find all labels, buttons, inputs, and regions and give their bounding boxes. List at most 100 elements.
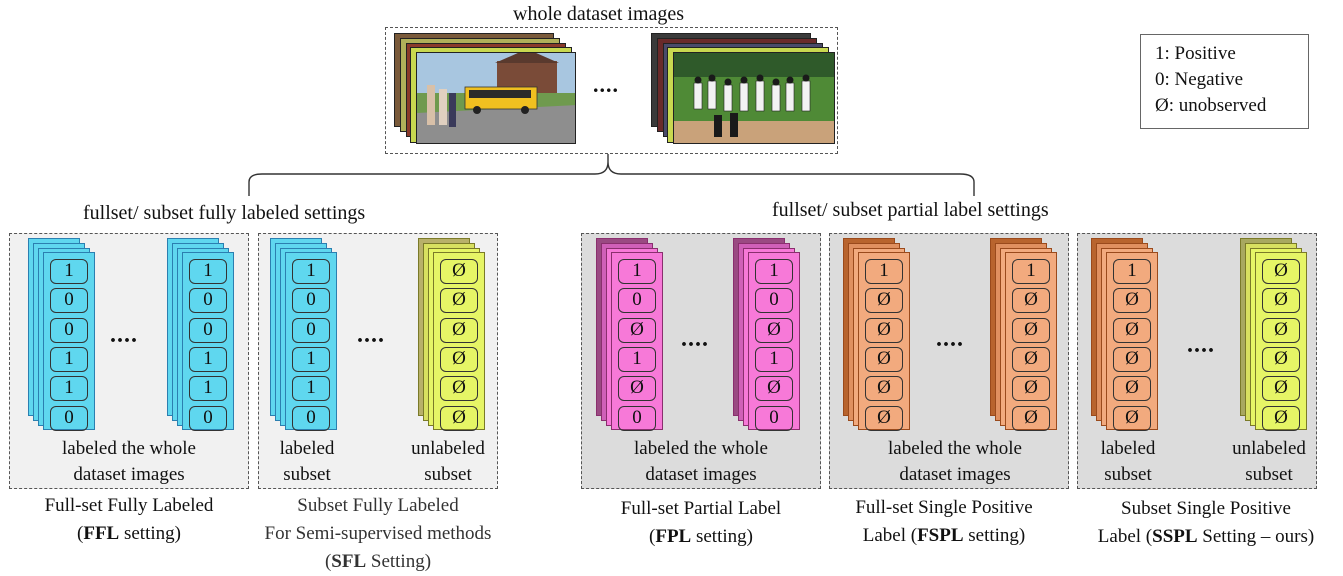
label-cell: 1 — [292, 346, 330, 372]
caption-sfl: Subset Fully Labeled For Semi-supervised… — [264, 495, 492, 572]
label-stack-sfl-left: 1 0 0 1 1 0 — [270, 238, 337, 431]
label-cell: 1 — [189, 376, 227, 402]
label-cell: Ø — [755, 376, 793, 402]
label-cell: 0 — [618, 405, 656, 431]
dataset-ellipsis: .... — [593, 72, 619, 97]
panel-sspl-dots: .... — [1187, 332, 1215, 358]
panel-ffl-dots: .... — [110, 322, 138, 348]
label-cell: 1 — [755, 346, 793, 372]
label-cell: 0 — [189, 405, 227, 431]
dataset-title: whole dataset images — [513, 3, 685, 25]
panel-sspl-right-label: unlabeled subset — [1232, 438, 1306, 485]
label-cell: Ø — [440, 317, 478, 343]
label-cell: Ø — [618, 376, 656, 402]
label-cell: 0 — [189, 288, 227, 314]
image-stack-left — [394, 33, 576, 145]
label-cell: Ø — [1012, 288, 1050, 314]
label-cell: Ø — [1262, 405, 1300, 431]
label-cell: Ø — [1113, 346, 1151, 372]
label-cell: 1 — [50, 346, 88, 372]
label-stack-ffl-left: 1 0 0 1 1 0 — [28, 238, 95, 431]
label-cell: Ø — [865, 288, 903, 314]
panel-fspl-label: labeled the whole dataset images — [887, 438, 1022, 485]
label-cell: 0 — [189, 317, 227, 343]
label-cell: 1 — [618, 346, 656, 372]
label-cell: Ø — [1113, 376, 1151, 402]
label-cell: Ø — [440, 346, 478, 372]
label-cell: Ø — [1012, 405, 1050, 431]
school-bus-photo — [416, 52, 576, 144]
label-cell: 0 — [292, 288, 330, 314]
stack-front-sheet: 1 0 0 1 1 0 — [182, 252, 234, 431]
label-cell: Ø — [865, 405, 903, 431]
label-cell: Ø — [1262, 259, 1300, 284]
baseball-scene — [674, 53, 834, 143]
legend-unobserved: Ø: unobserved — [1155, 95, 1267, 116]
panel-fpl-dots: .... — [681, 326, 709, 352]
label-cell: 1 — [50, 259, 88, 284]
caption-fspl: Full-set Single Positive Label (FSPL set… — [855, 497, 1033, 546]
label-cell: Ø — [1113, 405, 1151, 431]
caption-fpl: Full-set Partial Label (FPL setting) — [620, 498, 782, 547]
label-cell: Ø — [1113, 288, 1151, 314]
label-cell: 0 — [50, 405, 88, 431]
label-cell: 1 — [292, 259, 330, 284]
baseball-photo — [673, 52, 835, 144]
label-cell: 0 — [292, 405, 330, 431]
panel-fpl-label: labeled the whole dataset images — [633, 438, 768, 485]
panel-sfl-dots: .... — [357, 322, 385, 348]
panel-fspl-dots: .... — [936, 326, 964, 352]
label-cell: Ø — [865, 346, 903, 372]
panel-sspl-left-label: labeled subset — [1100, 438, 1156, 485]
label-cell: Ø — [440, 259, 478, 284]
panel-sfl-right-label: unlabeled subset — [411, 438, 485, 485]
label-cell: Ø — [865, 376, 903, 402]
label-cell: 1 — [755, 259, 793, 284]
label-cell: Ø — [755, 317, 793, 343]
label-stack-ffl-right: 1 0 0 1 1 0 — [167, 238, 234, 431]
group-title-partial-label: fullset/ subset partial label settings — [772, 199, 1049, 221]
label-cell: Ø — [1012, 376, 1050, 402]
label-cell: Ø — [1262, 317, 1300, 343]
caption-sspl: Subset Single Positive Label (SSPL Setti… — [1097, 498, 1315, 547]
label-cell: 1 — [50, 376, 88, 402]
legend-box: 1: Positive 0: Negative Ø: unobserved — [1140, 34, 1309, 129]
legend-negative: 0: Negative — [1155, 69, 1244, 90]
panel-ffl-label: labeled the whole dataset images — [61, 438, 196, 485]
dataset-images-box: .... — [385, 27, 838, 154]
label-cell: 0 — [755, 288, 793, 314]
label-cell: Ø — [1012, 317, 1050, 343]
school-bus-scene — [417, 53, 575, 143]
stack-front-sheet: 1 0 0 1 1 0 — [43, 252, 95, 431]
label-cell: Ø — [865, 317, 903, 343]
label-cell: 1 — [189, 259, 227, 284]
label-cell: 0 — [755, 405, 793, 431]
label-cell: 0 — [292, 317, 330, 343]
label-cell: 1 — [865, 259, 903, 284]
label-cell: 0 — [50, 288, 88, 314]
label-cell: 1 — [189, 346, 227, 372]
label-cell: Ø — [440, 405, 478, 431]
label-cell: Ø — [1012, 346, 1050, 372]
label-cell: 1 — [618, 259, 656, 284]
group-title-fully-labeled: fullset/ subset fully labeled settings — [83, 202, 366, 224]
label-cell: 1 — [292, 376, 330, 402]
label-cell: Ø — [440, 376, 478, 402]
label-cell: 0 — [618, 288, 656, 314]
stack-front-sheet: 1 0 0 1 1 0 — [285, 252, 337, 431]
label-cell: 0 — [50, 317, 88, 343]
label-cell: 1 — [1012, 259, 1050, 284]
label-cell: Ø — [440, 288, 478, 314]
